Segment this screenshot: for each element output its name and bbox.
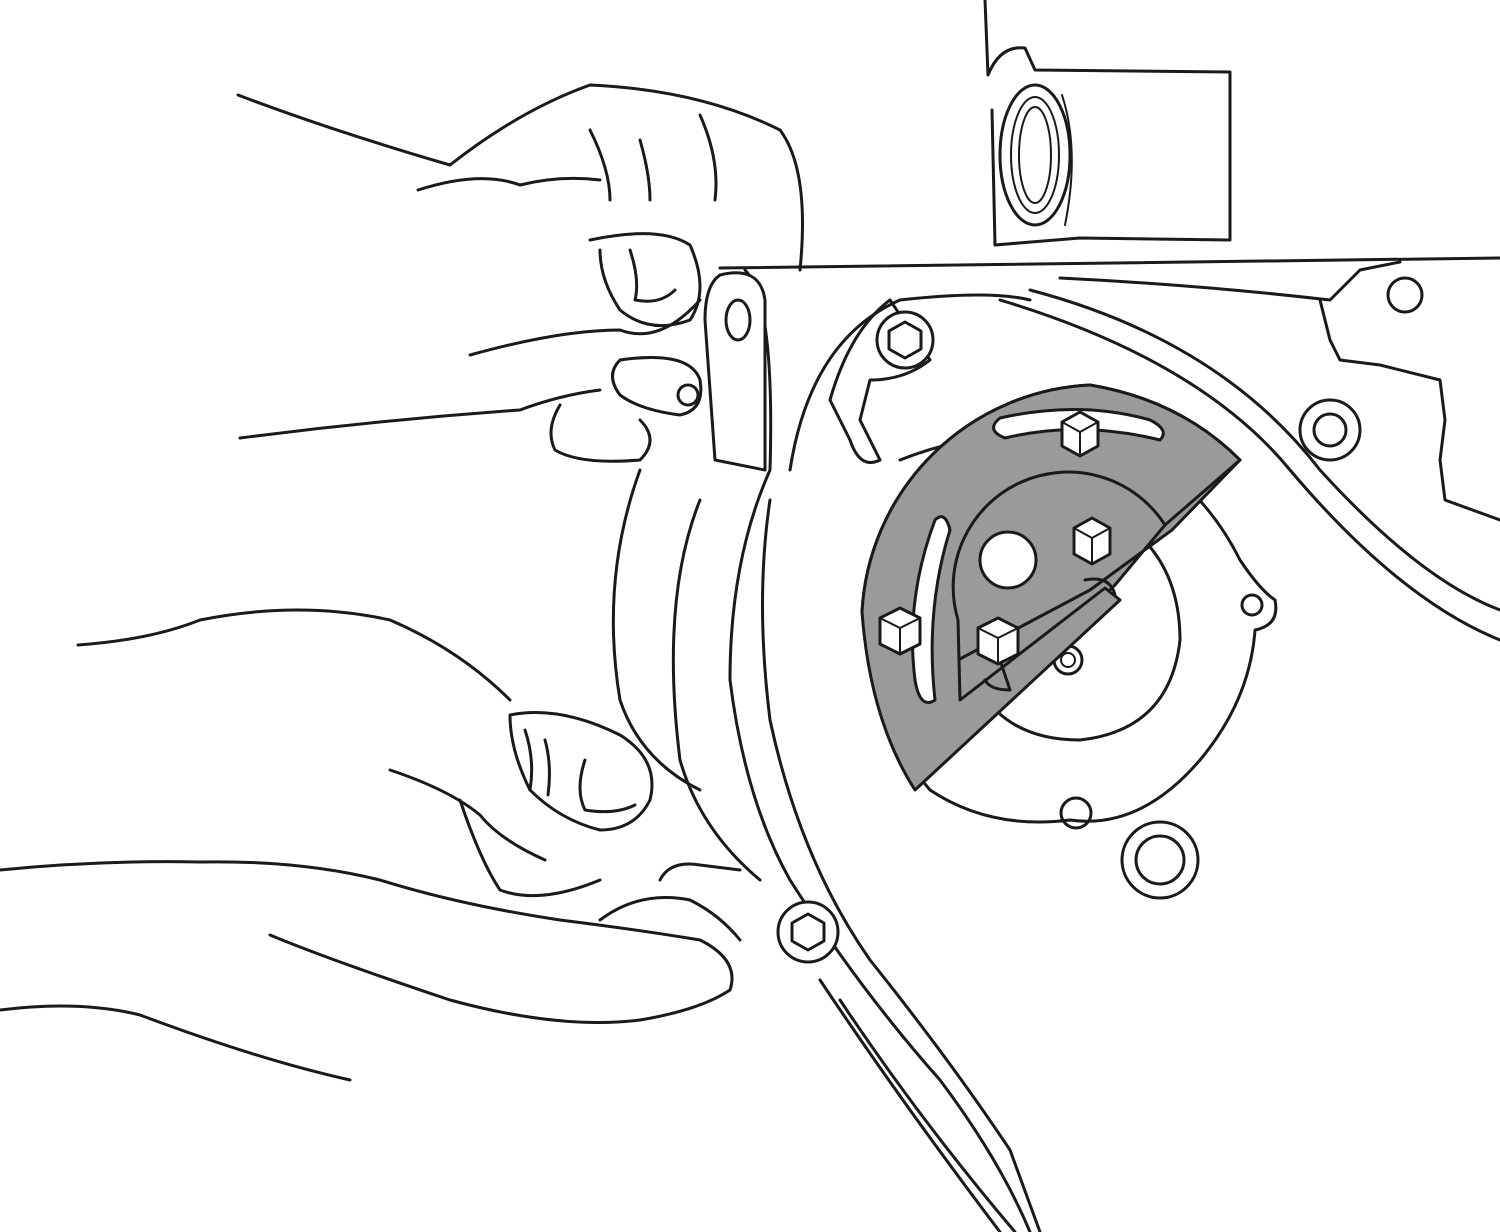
hex-bolt [776, 900, 840, 964]
engine-cover [611, 268, 1278, 1232]
hex-bolt [1060, 410, 1100, 458]
lever-bracket [611, 271, 767, 472]
hand-upper [236, 83, 804, 463]
hex-bolts [776, 310, 1112, 964]
hex-bolt [875, 310, 935, 370]
timing-tool-plate [860, 383, 1242, 792]
hand-lower [0, 608, 742, 1082]
hex-bolt [878, 606, 922, 656]
threaded-block [983, 0, 1232, 247]
hex-bolt [1072, 516, 1112, 566]
engine-case [718, 256, 1500, 642]
hex-bolt [976, 616, 1020, 666]
